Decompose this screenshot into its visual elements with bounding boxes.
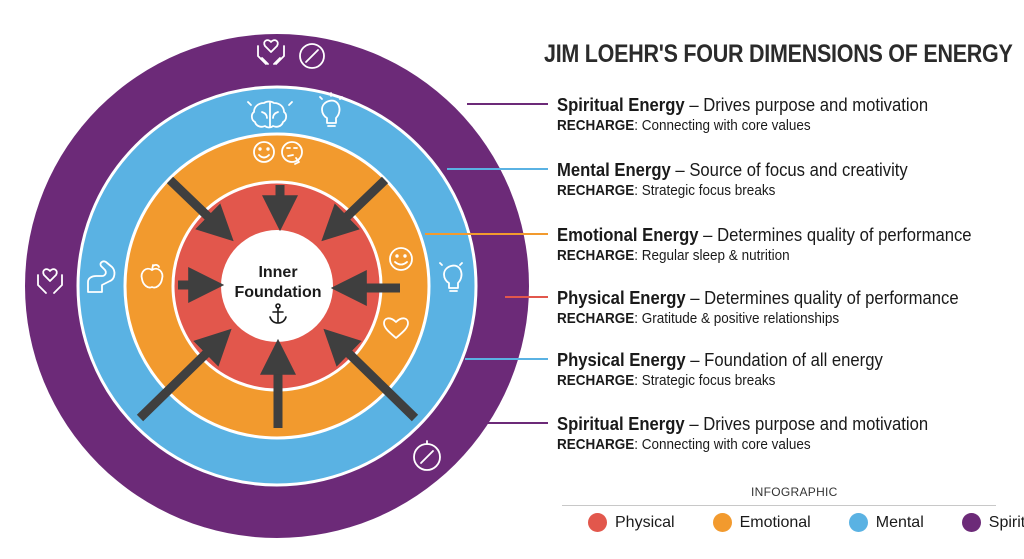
compass-icon xyxy=(413,440,441,471)
entry-description: – Foundation of all energy xyxy=(690,349,883,370)
lightbulb-icon xyxy=(439,262,463,292)
spiritual-icons xyxy=(37,39,441,471)
mental-icons xyxy=(87,92,463,293)
recharge-label: RECHARGE xyxy=(557,247,635,264)
recharge-label: RECHARGE xyxy=(557,372,635,389)
entry-recharge: RECHARGE: Connecting with core values xyxy=(557,117,971,134)
energy-rings-diagram: Inner Foundation xyxy=(25,34,548,538)
legend-title: INFOGRAPHIC xyxy=(751,485,838,499)
recharge-text: : Gratitude & positive relationships xyxy=(634,310,840,327)
hands-heart-icon xyxy=(257,39,285,65)
legend-dot-emotional xyxy=(712,513,732,532)
flexed-arm-icon xyxy=(87,260,116,293)
recharge-label: RECHARGE xyxy=(557,436,635,453)
lightbulb-icon xyxy=(319,92,343,127)
center-circle xyxy=(221,230,333,342)
entry-heading: Physical Energy – Foundation of all ener… xyxy=(557,349,971,371)
smiley-icon xyxy=(253,141,275,163)
entry-heading: Emotional Energy – Determines quality of… xyxy=(557,224,972,246)
hands-heart-icon xyxy=(37,268,63,294)
heart-icon xyxy=(383,317,409,339)
entry-description: – Determines quality of performance xyxy=(690,287,959,308)
entry-recharge: RECHARGE: Gratitude & positive relations… xyxy=(557,310,971,327)
entry-description: – Drives purpose and motivation xyxy=(689,413,929,434)
entry-spiritual-energy: Spiritual Energy – Drives purpose and mo… xyxy=(557,94,1017,134)
smiley-icon xyxy=(389,247,413,271)
legend-label: Physical xyxy=(615,513,675,531)
connector-lines xyxy=(425,103,548,424)
entry-name: Physical Energy xyxy=(557,287,686,308)
center-label-line1: Inner xyxy=(258,264,297,281)
legend-item-physical: Physical xyxy=(588,513,675,532)
recharge-text: : Strategic focus breaks xyxy=(634,372,776,389)
legend-label: Emotional xyxy=(739,513,811,531)
apple-icon xyxy=(140,264,164,289)
entry-name: Emotional Energy xyxy=(557,224,699,245)
legend-dot-mental xyxy=(848,513,868,532)
arrow-bottom-right xyxy=(323,328,419,422)
entry-recharge: RECHARGE: Regular sleep & nutrition xyxy=(557,247,971,264)
arrow-top-right xyxy=(321,176,389,242)
recharge-label: RECHARGE xyxy=(557,117,635,134)
legend-item-spiritual: Spiritual xyxy=(961,513,1024,532)
legend-divider xyxy=(562,505,996,506)
compass-icon xyxy=(299,43,325,69)
entry-spiritual-energy-2: Spiritual Energy – Drives purpose and mo… xyxy=(557,413,1017,453)
entry-physical-energy-2: Physical Energy – Foundation of all ener… xyxy=(557,349,1017,389)
arrow-top-left xyxy=(166,176,234,242)
entry-recharge: RECHARGE: Strategic focus breaks xyxy=(557,372,971,389)
entry-name: Mental Energy xyxy=(557,159,671,180)
inward-arrows xyxy=(136,176,419,428)
emotional-ring-outline xyxy=(123,132,431,440)
recharge-text: : Connecting with core values xyxy=(634,436,811,453)
entry-emotional-energy: Emotional Energy – Determines quality of… xyxy=(557,224,1017,264)
recharge-label: RECHARGE xyxy=(557,182,635,199)
recharge-text: : Strategic focus breaks xyxy=(634,182,776,199)
legend-dot-physical xyxy=(588,513,607,532)
legend-dot-spiritual xyxy=(961,513,981,532)
thinking-face-icon xyxy=(281,141,303,165)
arrow-bottom-left xyxy=(136,328,232,422)
center-label-line2: Foundation xyxy=(234,284,321,301)
entry-name: Spiritual Energy xyxy=(557,94,685,115)
legend-item-emotional: Emotional xyxy=(712,513,811,532)
recharge-text: : Regular sleep & nutrition xyxy=(634,247,790,264)
entry-heading: Physical Energy – Determines quality of … xyxy=(557,287,971,309)
entry-description: – Determines quality of performance xyxy=(703,224,972,245)
legend-item-mental: Mental xyxy=(848,513,924,532)
entry-heading: Spiritual Energy – Drives purpose and mo… xyxy=(557,413,971,435)
entry-description: – Source of focus and creativity xyxy=(675,159,908,180)
entry-name: Spiritual Energy xyxy=(557,413,685,434)
infographic-title: JIM LOEHR'S FOUR DIMENSIONS OF ENERGY xyxy=(544,40,1013,68)
entry-name: Physical Energy xyxy=(557,349,686,370)
brain-icon xyxy=(247,100,293,129)
entry-heading: Spiritual Energy – Drives purpose and mo… xyxy=(557,94,971,116)
mental-ring-outline xyxy=(76,85,478,487)
entry-heading: Mental Energy – Source of focus and crea… xyxy=(557,159,971,181)
legend: Physical Emotional Mental Spiritual xyxy=(588,513,1024,532)
entry-description: – Drives purpose and motivation xyxy=(689,94,929,115)
entry-mental-energy: Mental Energy – Source of focus and crea… xyxy=(557,159,1017,199)
anchor-icon xyxy=(269,303,287,324)
entry-recharge: RECHARGE: Connecting with core values xyxy=(557,436,971,453)
entry-recharge: RECHARGE: Strategic focus breaks xyxy=(557,182,971,199)
recharge-label: RECHARGE xyxy=(557,310,635,327)
legend-label: Spiritual xyxy=(988,513,1024,531)
entry-physical-energy: Physical Energy – Determines quality of … xyxy=(557,287,1017,327)
legend-label: Mental xyxy=(875,513,924,531)
emotional-icons xyxy=(140,141,413,339)
recharge-text: : Connecting with core values xyxy=(634,117,811,134)
